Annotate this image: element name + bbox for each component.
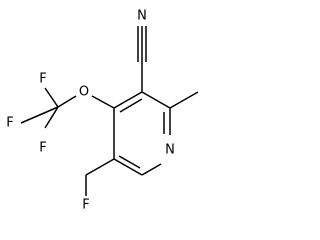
bond-o-cf3 xyxy=(57,95,77,108)
fluorine-ch2f-label: F xyxy=(82,198,89,213)
fluoromethyl-group: F xyxy=(82,158,115,213)
ether-oxygen-label: O xyxy=(79,85,89,100)
trifluoromethoxy-group: O F F F xyxy=(6,72,115,156)
nitrile-group: N xyxy=(137,9,147,92)
fluorine-bottom-label: F xyxy=(39,141,46,156)
bond-c4-c3 xyxy=(113,91,143,109)
bond-cf3-f-bottom xyxy=(44,106,59,129)
pyridine-ring xyxy=(113,91,171,176)
bond-c6-c5-inner xyxy=(118,155,141,169)
ring-nitrogen-label: N xyxy=(165,143,175,158)
bond-c4-c3-inner xyxy=(119,98,143,113)
bond-c6-c5 xyxy=(113,158,143,176)
bond-c4-o xyxy=(91,95,115,109)
cyano-nitrogen-label: N xyxy=(137,9,147,24)
fluorine-left-label: F xyxy=(6,116,13,131)
bond-n1-c6 xyxy=(141,163,162,176)
fluorine-top-label: F xyxy=(39,72,46,87)
methyl-bond xyxy=(169,91,199,109)
bond-c5-ch2 xyxy=(85,158,115,176)
bond-cf3-f-left xyxy=(20,106,59,124)
bond-c3-c2 xyxy=(141,91,171,109)
chemical-structure-diagram: N N O F F F F xyxy=(6,9,199,213)
bond-cf3-f-top xyxy=(44,87,59,108)
